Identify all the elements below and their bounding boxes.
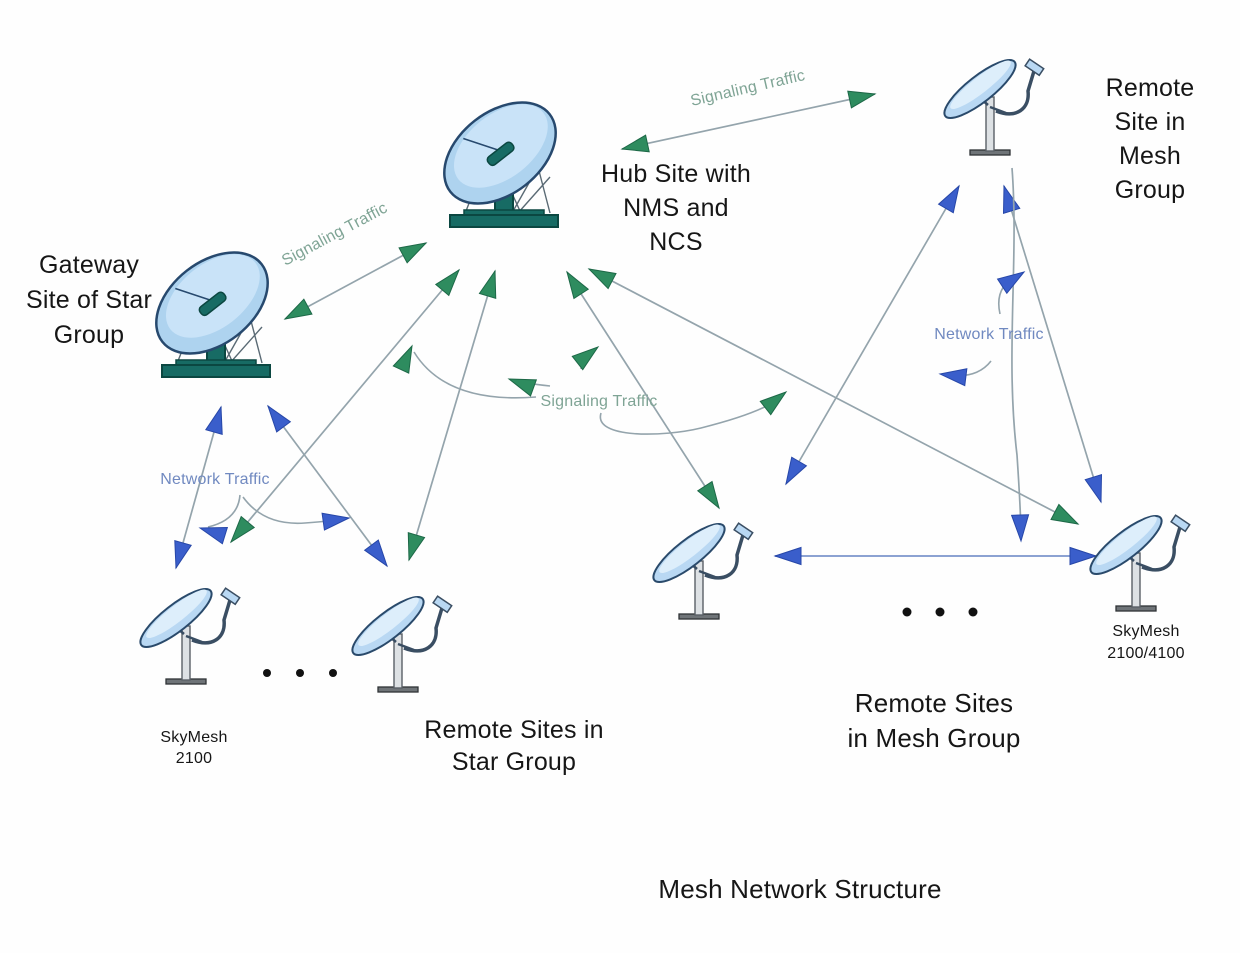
nodes-layer — [131, 49, 1192, 694]
network-arrowhead — [205, 405, 223, 435]
network-arrowhead — [937, 184, 960, 214]
signaling-arrowhead — [1050, 503, 1080, 525]
network-arrowhead — [1069, 546, 1098, 566]
signaling-arrowhead — [696, 480, 720, 510]
signaling-callout-1 — [413, 351, 537, 399]
edge-gateway-hub — [284, 242, 427, 320]
network-arrowhead — [1010, 514, 1030, 543]
satellite-dish-icon-hub — [423, 80, 577, 229]
network-arrowhead — [267, 404, 292, 433]
signaling-arrowhead — [229, 515, 256, 544]
edge-gateway-star2 — [267, 405, 388, 567]
signaling-callout-arrowhead — [507, 378, 538, 397]
signaling-arrowhead — [847, 90, 877, 109]
network-arrowhead — [785, 456, 808, 486]
edges-layer — [174, 90, 1103, 570]
network-arrowhead — [174, 540, 192, 570]
signaling-arrowhead — [478, 269, 497, 300]
network-callout-arrowhead — [996, 271, 1026, 295]
mesh-ellipsis-dot — [968, 607, 978, 617]
network-arrowhead — [1002, 184, 1021, 215]
signaling-arrowhead — [566, 270, 590, 300]
signaling-arrowhead — [407, 531, 426, 562]
satellite-dish-icon-remote-mesh-top — [935, 49, 1046, 157]
signaling-callout-arrowhead — [759, 391, 788, 416]
network-arrowhead — [773, 546, 802, 566]
star-ellipsis-dot — [263, 669, 271, 677]
edge-hub-mesh2 — [588, 268, 1079, 525]
network-callout-arrowhead — [198, 526, 229, 545]
edge-gateway-star1 — [175, 406, 222, 569]
edge-meshtop-mesh2 — [1003, 185, 1102, 503]
signaling-callout-arrowhead — [392, 344, 413, 374]
mesh-ellipsis-dot — [902, 607, 912, 617]
network-arrowhead — [1084, 473, 1103, 504]
edge-star1-hub — [230, 269, 460, 543]
edge-star2-hub — [408, 270, 496, 561]
edge-meshtop-mesh1 — [785, 185, 960, 485]
edge-hub-mesh1 — [566, 271, 720, 509]
edge-hub-remote-mesh-top — [621, 93, 876, 150]
satellite-dish-icon-gateway — [135, 230, 289, 379]
edge-meshtop-down — [1011, 167, 1022, 539]
signaling-callout-4 — [599, 396, 782, 435]
network-callout-arrowhead — [938, 368, 968, 387]
signaling-arrowhead — [398, 242, 428, 264]
callouts-layer — [198, 271, 1026, 545]
signaling-arrowhead — [283, 298, 313, 320]
dots-layer — [263, 607, 978, 677]
star-ellipsis-dot — [296, 669, 304, 677]
satellite-dish-icon-star-remote-1 — [131, 578, 242, 686]
star-ellipsis-dot — [329, 669, 337, 677]
satellite-dish-icon-star-remote-2 — [343, 586, 454, 694]
signaling-arrowhead — [587, 268, 617, 290]
signaling-arrowhead — [434, 268, 461, 297]
satellite-dish-icon-mesh-remote-1 — [644, 513, 755, 621]
mesh-ellipsis-dot — [935, 607, 945, 617]
network-arrowhead — [363, 539, 388, 568]
network-left-callout-1 — [207, 494, 241, 528]
network-callout-arrowhead — [321, 512, 351, 531]
satellite-dish-icon-mesh-remote-2 — [1081, 505, 1192, 613]
signaling-callout-arrowhead — [571, 346, 600, 371]
signaling-arrowhead — [620, 134, 650, 153]
